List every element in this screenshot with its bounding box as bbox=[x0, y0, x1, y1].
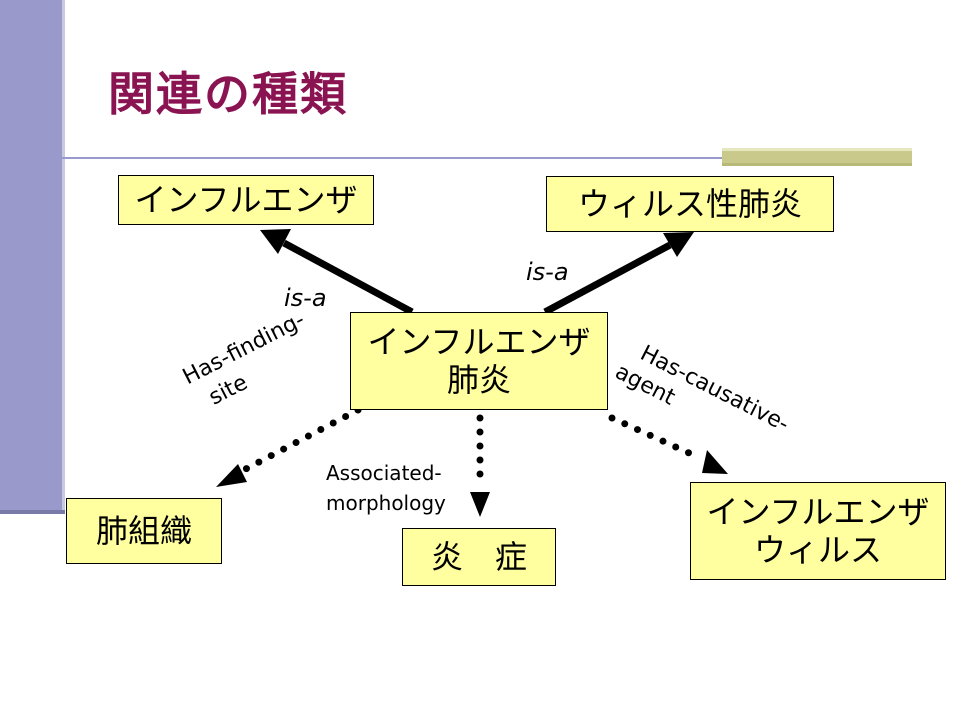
edge-is-a-right bbox=[543, 241, 672, 316]
node-viral-pneumonia: ウィルス性肺炎 bbox=[546, 176, 834, 232]
edge-is-a-left bbox=[282, 239, 414, 316]
slide-title: 関連の種類 bbox=[108, 67, 348, 121]
decorative-olive-bar bbox=[722, 148, 912, 166]
title-divider bbox=[40, 157, 910, 159]
edge-has-causative-agent bbox=[608, 414, 704, 462]
node-influenza-virus-line1: インフルエンザ bbox=[706, 492, 930, 531]
label-is-a-left: is-a bbox=[284, 284, 327, 312]
left-accent-bar-edge bbox=[0, 510, 65, 514]
label-associated-morphology-line1: Associated- bbox=[326, 461, 442, 485]
arrowhead-has-finding-site bbox=[216, 464, 247, 487]
node-lung-tissue-label: 肺組織 bbox=[95, 511, 192, 550]
edge-has-finding-site bbox=[236, 406, 362, 476]
left-accent-bar-shadow bbox=[62, 0, 65, 512]
arrowhead-is-a-right bbox=[663, 232, 694, 257]
node-influenza-virus-line2: ウィルス bbox=[753, 531, 882, 569]
node-influenza-pneumonia: インフルエンザ 肺炎 bbox=[350, 312, 608, 410]
label-associated-morphology-line2: morphology bbox=[326, 491, 446, 515]
arrowhead-is-a-left bbox=[260, 229, 291, 254]
node-influenza-pneumonia-line1: インフルエンザ bbox=[367, 322, 591, 361]
node-viral-pneumonia-label: ウィルス性肺炎 bbox=[577, 184, 802, 223]
left-accent-bar bbox=[0, 0, 62, 512]
node-influenza: インフルエンザ bbox=[118, 175, 374, 225]
label-is-a-right: is-a bbox=[526, 258, 569, 286]
arrowhead-associated-morphology bbox=[470, 492, 490, 517]
node-influenza-virus: インフルエンザ ウィルス bbox=[690, 482, 946, 580]
node-inflammation: 炎 症 bbox=[402, 528, 556, 586]
label-associated-morphology: Associated- morphology bbox=[326, 458, 446, 518]
arrowhead-has-causative-agent bbox=[702, 450, 728, 474]
node-influenza-label: インフルエンザ bbox=[134, 180, 358, 219]
node-influenza-pneumonia-line2: 肺炎 bbox=[446, 361, 511, 399]
node-lung-tissue: 肺組織 bbox=[66, 498, 222, 564]
node-inflammation-label: 炎 症 bbox=[430, 537, 527, 576]
